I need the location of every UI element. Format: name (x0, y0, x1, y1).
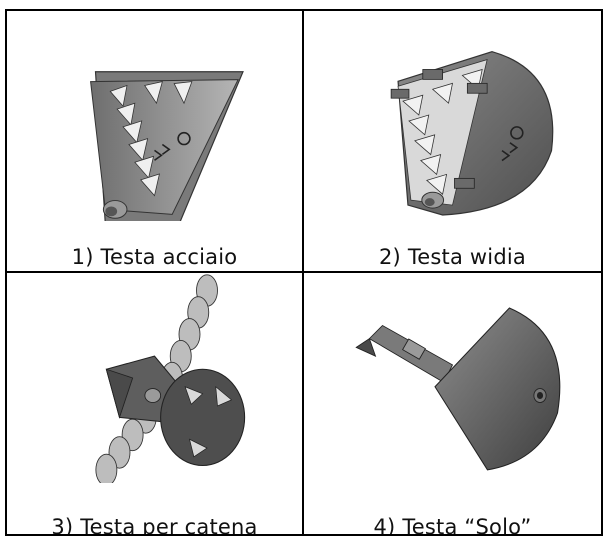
panel-caption: 2) Testa widia (379, 244, 526, 269)
widia-head-icon (304, 11, 601, 221)
panel-solo-head: 4) Testa “Solo” (304, 273, 601, 534)
panel-steel-head: 1) Testa acciaio (7, 11, 304, 273)
panel-caption: 4) Testa “Solo” (373, 515, 532, 534)
panel-widia-head: 2) Testa widia (304, 11, 601, 273)
chain-head-icon (7, 273, 302, 483)
steel-head-icon (7, 11, 302, 221)
panel-caption: 3) Testa per catena (51, 515, 258, 534)
panel-caption: 1) Testa acciaio (71, 244, 238, 269)
product-grid: 1) Testa acciaio (5, 9, 603, 536)
panel-chain-head: 3) Testa per catena (7, 272, 304, 534)
solo-head-icon (304, 273, 601, 483)
